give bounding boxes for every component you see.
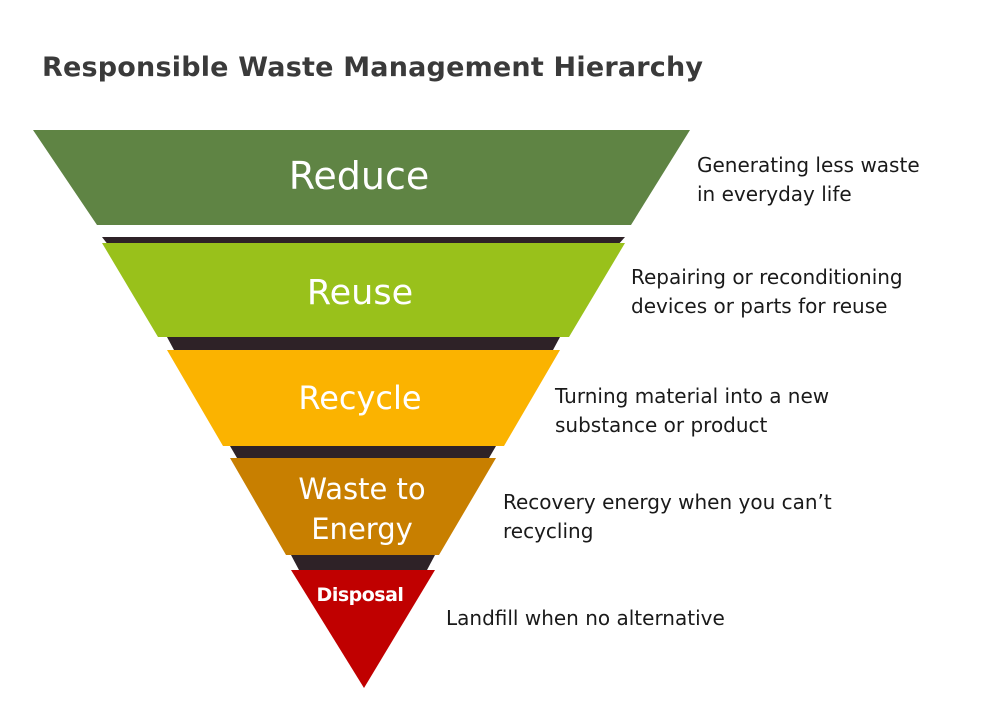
level-reduce-shape — [33, 130, 690, 225]
level-waste-to-energy-description: Recovery energy when you can’t recycling — [503, 488, 832, 546]
level-recycle-description-line1: Turning material into a new — [555, 384, 830, 408]
level-reduce-description: Generating less waste in everyday life — [697, 151, 920, 209]
level-reduce-description-line1: Generating less waste — [697, 153, 920, 177]
level-recycle-description: Turning material into a new substance or… — [555, 382, 829, 440]
diagram-title: Responsible Waste Management Hierarchy — [42, 52, 704, 83]
separator-2 — [167, 337, 560, 350]
level-disposal-description: Landfill when no alternative — [446, 604, 725, 633]
level-reduce-description-line2: in everyday life — [697, 182, 852, 206]
level-waste-to-energy-label-line1: Waste to — [298, 472, 425, 506]
level-reuse-shape — [102, 243, 625, 337]
level-reuse-description-line1: Repairing or reconditioning — [631, 265, 903, 289]
level-disposal-description-line1: Landfill when no alternative — [446, 606, 725, 630]
level-waste-to-energy-shape — [230, 458, 496, 555]
separator-3 — [230, 446, 496, 458]
level-disposal-label: Disposal — [317, 584, 404, 606]
level-recycle-description-line2: substance or product — [555, 413, 768, 437]
level-reuse-description: Repairing or reconditioning devices or p… — [631, 263, 903, 321]
level-reduce-label: Reduce — [289, 154, 430, 198]
level-recycle-label: Recycle — [298, 379, 421, 417]
level-waste-to-energy-label-line2: Energy — [311, 512, 413, 546]
level-reuse-description-line2: devices or parts for reuse — [631, 294, 888, 318]
separator-4 — [291, 555, 435, 570]
level-reuse-label: Reuse — [307, 273, 413, 313]
level-waste-to-energy-description-line1: Recovery energy when you can’t — [503, 490, 832, 514]
level-disposal-shape — [291, 570, 435, 688]
level-recycle-shape — [167, 350, 560, 446]
level-waste-to-energy-description-line2: recycling — [503, 519, 594, 543]
